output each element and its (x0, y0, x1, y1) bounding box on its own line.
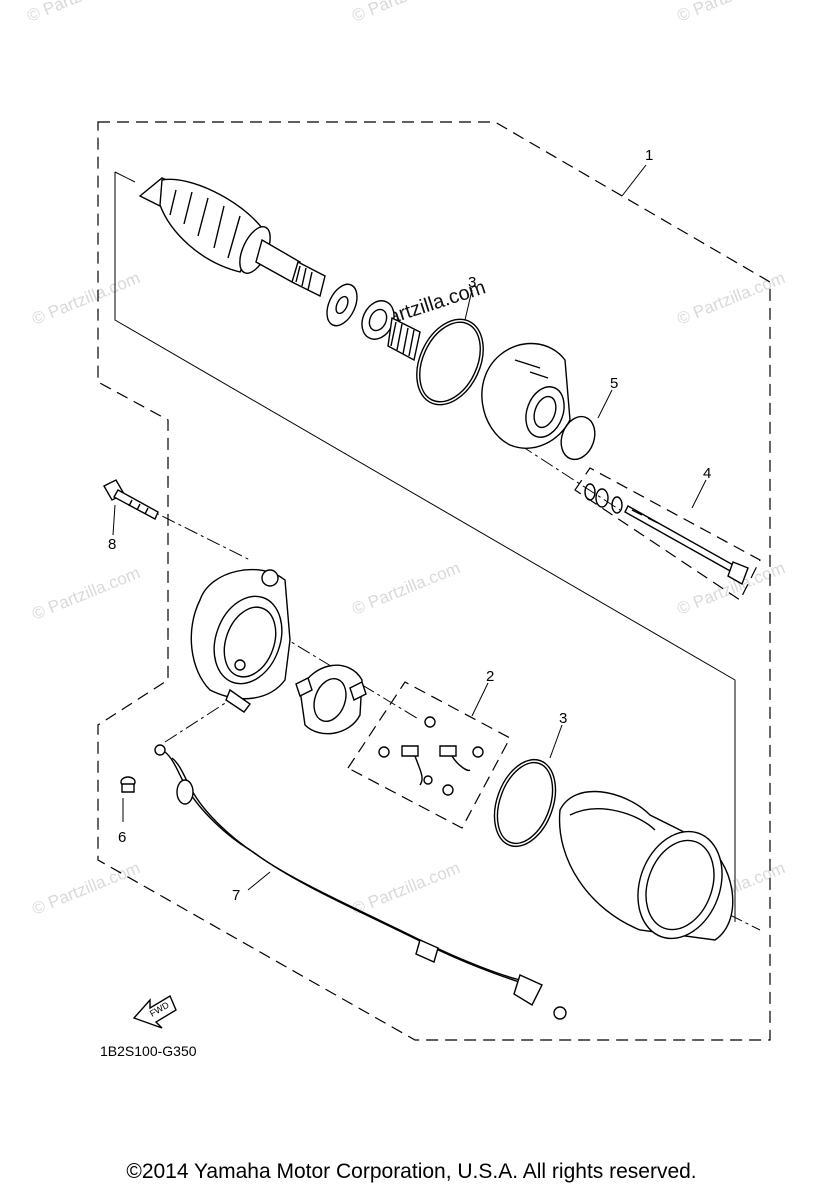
through-bolt-part (574, 467, 761, 601)
watermark: © Partzilla.com (349, 558, 462, 619)
screw-part (120, 776, 136, 793)
copyright-notice: ©2014 Yamaha Motor Corporation, U.S.A. A… (126, 1160, 697, 1183)
o-ring-upper (416, 318, 484, 406)
callout-1: 1 (645, 147, 653, 164)
brush-kit-part (378, 716, 484, 796)
fwd-arrow-icon: FWD (132, 994, 177, 1029)
watermark: © Partzilla.com (29, 858, 142, 919)
assembly-frame (114, 171, 736, 922)
armature-part (138, 177, 326, 298)
watermark: © Partzilla.com (674, 268, 787, 329)
bearing-parts (326, 283, 421, 362)
callout-2: 2 (486, 668, 494, 685)
front-cover-part (481, 342, 571, 449)
watermark: © Partzilla.com (24, 0, 137, 26)
callout-4: 4 (703, 465, 711, 482)
rear-cover-part (190, 568, 291, 713)
callout-8: 8 (108, 536, 116, 553)
watermark: © Partzilla.com (29, 563, 142, 624)
assembly-outline (97, 121, 771, 1041)
watermark: © Partzilla.com (349, 0, 462, 26)
bolt-part (103, 479, 159, 520)
callout-5: 5 (610, 375, 618, 392)
watermark: © Partzilla.com (674, 0, 787, 26)
o-ring-lower (493, 758, 557, 848)
callout-3-upper: 3 (468, 274, 476, 291)
yoke-part (558, 790, 734, 941)
o-ring-small (560, 415, 596, 461)
brush-kit-outline (347, 681, 511, 829)
lead-wire-part (154, 744, 567, 1020)
callout-3-lower: 3 (559, 710, 567, 727)
leader-lines (112, 164, 707, 891)
watermark-layer: © Partzilla.com © Partzilla.com © Partzi… (24, 0, 787, 919)
watermark: © Partzilla.com (349, 858, 462, 919)
callout-6: 6 (118, 829, 126, 846)
callout-7: 7 (232, 887, 240, 904)
watermark: © Partzilla.com (29, 268, 142, 329)
brush-holder-part (295, 664, 367, 735)
diagram-code: 1B2S100-G350 (100, 1043, 197, 1059)
